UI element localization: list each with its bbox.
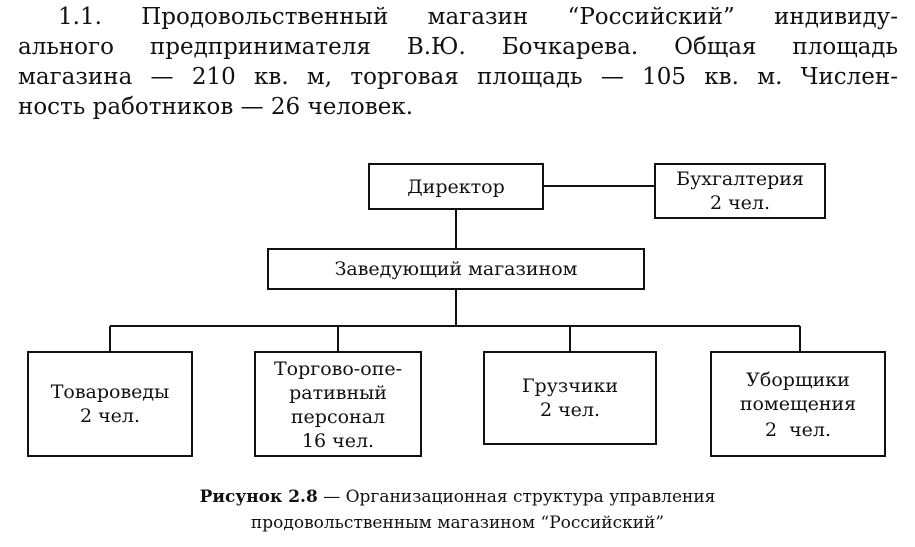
cleaners-label-line: Уборщики (746, 369, 850, 391)
accounting-label: Бухгалтерия (676, 168, 804, 190)
accounting-count: 2 чел. (710, 192, 770, 214)
paragraph-line: ность работников — 26 человек. (18, 94, 414, 120)
figure-caption: Рисунок 2.8 — Организационная структура … (0, 484, 915, 536)
intro-paragraph: 1.1. Продовольственный магазин “Российск… (18, 2, 898, 122)
cleaners-box: Уборщики помещения 2 чел. (710, 351, 886, 457)
merchandisers-box: Товароведы 2 чел. (27, 351, 193, 457)
accounting-box: Бухгалтерия 2 чел. (654, 163, 826, 219)
loaders-box: Грузчики 2 чел. (483, 351, 657, 445)
merchandisers-label: Товароведы (51, 381, 170, 403)
caption-line-1: Рисунок 2.8 — Организационная структура … (0, 484, 915, 510)
store-manager-box: Заведующий магазином (267, 248, 645, 290)
loaders-count: 2 чел. (540, 399, 600, 421)
sales-staff-count: 16 чел. (302, 430, 374, 452)
director-box: Директор (368, 163, 544, 210)
cleaners-count: 2 чел. (765, 419, 831, 441)
cleaners-label-line: помещения (740, 393, 856, 415)
paragraph-line: магазина — 210 кв. м, торговая площадь —… (18, 64, 898, 90)
caption-line-2: продовольственным магазином “Российский” (250, 513, 665, 533)
loaders-label: Грузчики (522, 375, 618, 397)
store-manager-label: Заведующий магазином (335, 258, 578, 280)
director-label: Директор (407, 176, 505, 198)
paragraph-line: 1.1. Продовольственный магазин “Российск… (58, 4, 898, 30)
sales-staff-label-line: ративный (289, 382, 387, 404)
sales-staff-box: Торгово-опе- ративный персонал 16 чел. (254, 351, 422, 457)
caption-title-part: — Организационная структура управления (317, 487, 716, 507)
caption-figure-number: Рисунок 2.8 (199, 487, 318, 507)
sales-staff-label-line: персонал (291, 406, 385, 428)
paragraph-line: ального предпринимателя В.Ю. Бочкарева. … (18, 34, 898, 60)
sales-staff-label-line: Торгово-опе- (274, 358, 402, 380)
merchandisers-count: 2 чел. (80, 405, 140, 427)
